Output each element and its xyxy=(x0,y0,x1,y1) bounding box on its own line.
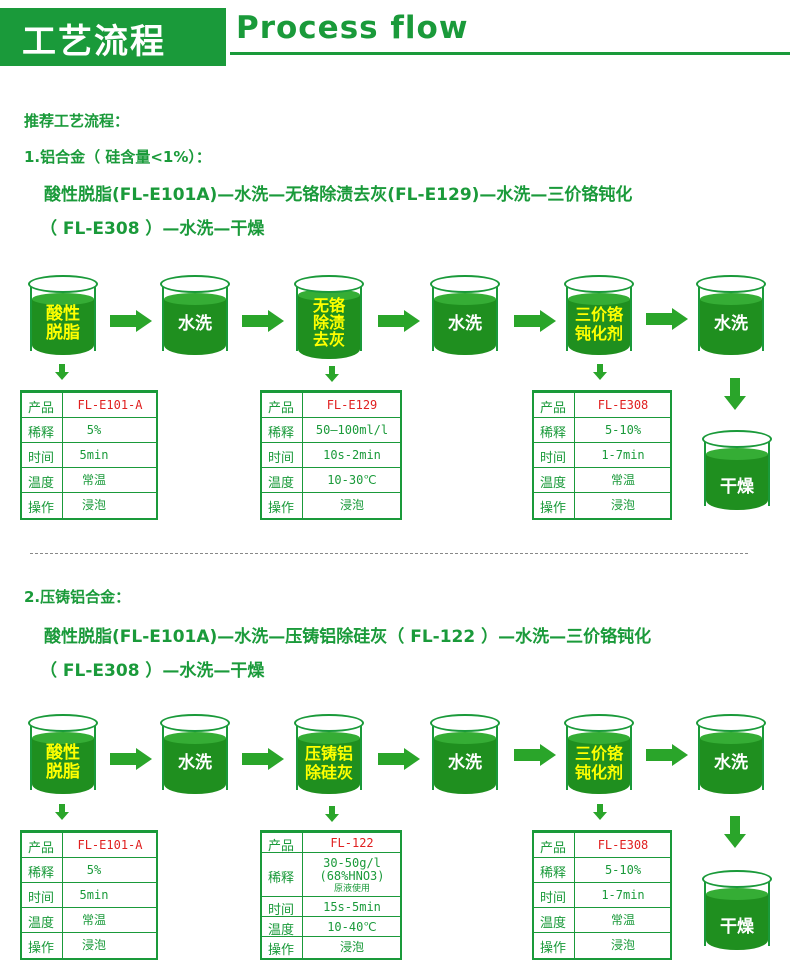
flow-arrow-right xyxy=(242,748,284,770)
table-arrow-down xyxy=(590,364,612,396)
beaker-acid-degrease: 酸性脱脂 xyxy=(28,714,98,798)
beaker-desilicon-ash: 压铸铝除硅灰 xyxy=(294,714,364,798)
section1-flow-line2: （ FL-E308 ）—水洗—干燥 xyxy=(40,219,265,239)
flow-arrow-down xyxy=(724,816,746,848)
flow-arrow-right xyxy=(514,310,556,332)
table-arrow-down xyxy=(322,806,344,838)
flow-arrow-right xyxy=(646,308,688,330)
flow-arrow-right xyxy=(378,748,420,770)
flow-arrow-right xyxy=(110,310,152,332)
table-arrow-down xyxy=(322,366,344,398)
beaker-trivalent-passivation: 三价铬钝化剂 xyxy=(564,714,634,798)
beaker-water-rinse: 水洗 xyxy=(696,714,766,798)
header-underline xyxy=(230,52,790,55)
beaker-water-rinse: 水洗 xyxy=(696,275,766,359)
header-banner xyxy=(0,8,226,66)
beaker-trivalent-passivation: 三价铬钝化剂 xyxy=(564,275,634,359)
beaker-acid-degrease: 酸性脱脂 xyxy=(28,275,98,359)
beaker-drying: 干燥 xyxy=(702,870,772,954)
section2-flow-line1: 酸性脱脂(FL-E101A)—水洗—压铸铝除硅灰（ FL-122 ）—水洗—三价… xyxy=(44,627,652,647)
flow-arrow-right xyxy=(646,744,688,766)
table-arrow-down xyxy=(52,364,74,396)
beaker-drying: 干燥 xyxy=(702,430,772,514)
flow-arrow-right xyxy=(514,744,556,766)
section1-flow-line1: 酸性脱脂(FL-E101A)—水洗—无铬除渍去灰(FL-E129)—水洗—三价铬… xyxy=(44,185,633,205)
flow-arrow-right xyxy=(378,310,420,332)
table-arrow-down xyxy=(590,804,612,836)
flow-arrow-right xyxy=(110,748,152,770)
intro-heading: 推荐工艺流程： xyxy=(24,112,130,130)
section-divider xyxy=(30,553,748,554)
beaker-water-rinse: 水洗 xyxy=(430,275,500,359)
section2-heading: 2.压铸铝合金： xyxy=(24,588,131,606)
beaker-chrome-free-deoxidize: 无铬除渍去灰 xyxy=(294,275,364,359)
flow-arrow-right xyxy=(242,310,284,332)
table-arrow-down xyxy=(52,804,74,836)
page-subtitle: Process flow xyxy=(236,10,469,46)
flow-arrow-down xyxy=(724,378,746,410)
beaker-water-rinse: 水洗 xyxy=(160,714,230,798)
page-title: 工艺流程 xyxy=(22,22,166,62)
beaker-water-rinse: 水洗 xyxy=(430,714,500,798)
section1-heading: 1.铝合金（ 硅含量<1%）： xyxy=(24,148,211,166)
section2-flow-line2: （ FL-E308 ）—水洗—干燥 xyxy=(40,661,265,681)
beaker-water-rinse: 水洗 xyxy=(160,275,230,359)
